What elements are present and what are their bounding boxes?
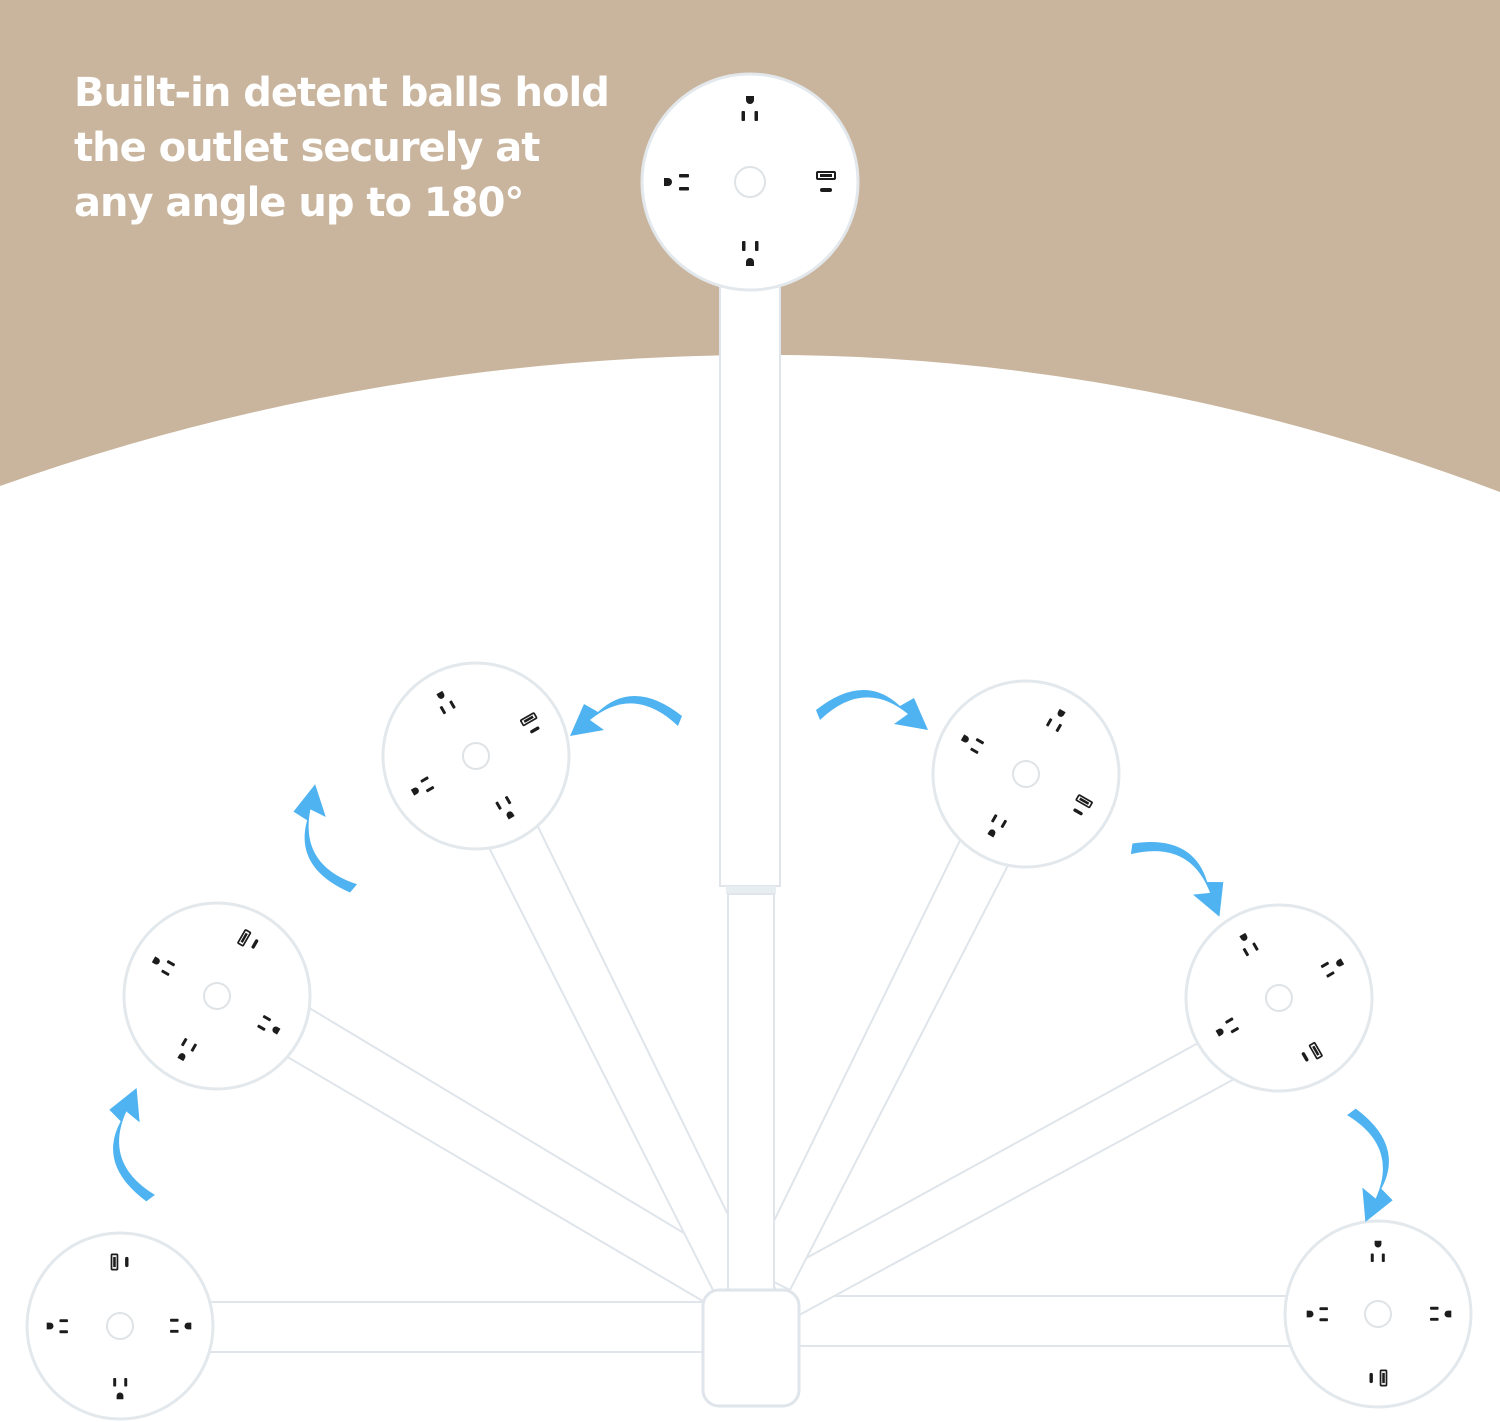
hinge-base: [701, 1288, 801, 1408]
curved-arrow-icon: [97, 1087, 166, 1207]
curved-arrow-icon: [1122, 826, 1240, 917]
tower-pole: [719, 267, 781, 1305]
headline: Built-in detent balls hold the outlet se…: [74, 66, 634, 231]
arm-left-flat: [149, 1301, 731, 1353]
headline-line-2: the outlet securely at: [74, 125, 540, 171]
outlet-head-right-mid: [931, 679, 1121, 869]
curved-arrow-icon: [570, 695, 682, 736]
outlet-head-left-mid: [381, 661, 571, 851]
outlet-head-right-low: [1184, 903, 1374, 1093]
arm-right-flat: [769, 1295, 1331, 1347]
outlet-head-top: [640, 72, 860, 292]
outlet-head-right-flat: [1283, 1219, 1473, 1409]
curved-arrow-icon: [1336, 1103, 1405, 1223]
outlet-head-left-flat: [25, 1231, 215, 1421]
headline-line-1: Built-in detent balls hold: [74, 70, 610, 116]
outlet-head-left-low: [122, 901, 312, 1091]
curved-arrow-icon: [279, 784, 368, 902]
curved-arrow-icon: [816, 689, 928, 730]
headline-line-3: any angle up to 180°: [74, 180, 524, 226]
